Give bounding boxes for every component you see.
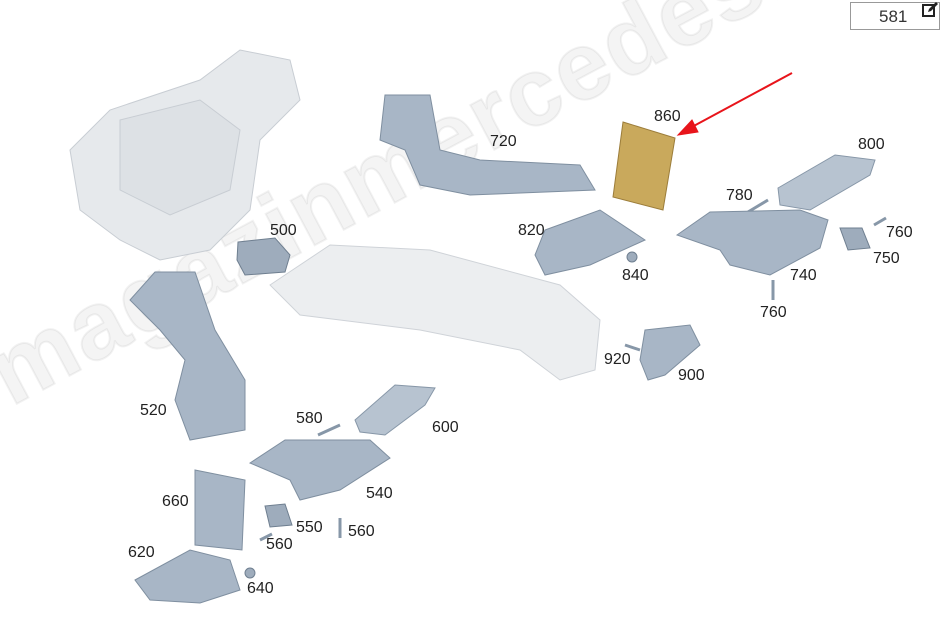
part-720-duct	[379, 94, 596, 196]
part-860-highlighted	[612, 121, 676, 211]
page-number-box[interactable]: 581	[850, 2, 940, 30]
part-780-screw	[747, 198, 769, 214]
part-920-screw	[624, 343, 641, 352]
part-600-grille	[354, 384, 436, 436]
center-console-ghost	[269, 244, 601, 381]
callout-640[interactable]: 640	[247, 580, 274, 597]
callout-740[interactable]: 740	[790, 267, 817, 284]
callout-760[interactable]: 760	[760, 304, 787, 321]
part-900	[639, 324, 701, 381]
part-550	[264, 503, 293, 528]
part-500	[236, 237, 291, 276]
callout-920[interactable]: 920	[604, 351, 631, 368]
callout-750[interactable]: 750	[873, 250, 900, 267]
callout-660[interactable]: 660	[162, 493, 189, 510]
part-560-screw-a	[259, 532, 273, 542]
callout-540[interactable]: 540	[366, 485, 393, 502]
callout-500[interactable]: 500	[270, 222, 297, 239]
part-750	[839, 227, 871, 251]
page-number: 581	[879, 7, 908, 26]
part-580-screw	[317, 423, 341, 437]
callout-840[interactable]: 840	[622, 267, 649, 284]
edit-icon[interactable]	[922, 2, 938, 18]
part-540	[248, 439, 391, 501]
callout-600[interactable]: 600	[432, 419, 459, 436]
part-800-grille	[777, 154, 876, 211]
callout-720[interactable]: 720	[490, 133, 517, 150]
callout-580[interactable]: 580	[296, 410, 323, 427]
callout-560[interactable]: 560	[348, 523, 375, 540]
part-520-duct	[129, 271, 246, 441]
part-640-screw	[244, 567, 256, 579]
callout-760[interactable]: 760	[886, 224, 913, 241]
part-660	[194, 469, 246, 551]
callout-550[interactable]: 550	[296, 519, 323, 536]
callout-560[interactable]: 560	[266, 536, 293, 553]
callout-860[interactable]: 860	[654, 108, 681, 125]
part-840-screw	[626, 251, 638, 263]
callout-800[interactable]: 800	[858, 136, 885, 153]
part-740	[675, 209, 829, 276]
hvac-unit-ghost	[69, 49, 301, 261]
part-820	[534, 209, 647, 276]
callout-780[interactable]: 780	[726, 187, 753, 204]
callout-620[interactable]: 620	[128, 544, 155, 561]
callout-820[interactable]: 820	[518, 222, 545, 239]
callout-520[interactable]: 520	[140, 402, 167, 419]
callout-900[interactable]: 900	[678, 367, 705, 384]
part-760-screw-a	[873, 216, 887, 227]
red-arrow	[676, 72, 793, 136]
part-620	[134, 549, 241, 604]
